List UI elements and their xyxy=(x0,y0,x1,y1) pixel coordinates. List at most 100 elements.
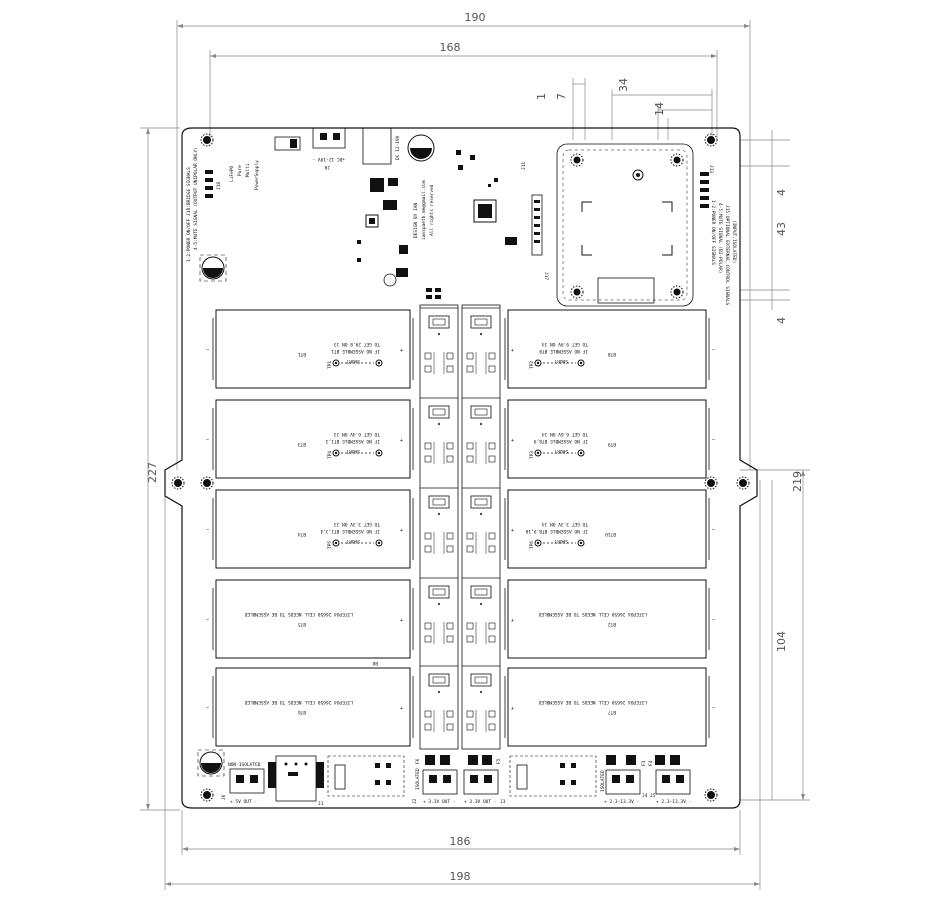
j18-label: J18 xyxy=(216,182,222,190)
bottom-strip: NON-ISOLATED + 5V OUT - J6 J1 ISOLATED F… xyxy=(197,749,691,807)
cell-note-line: IF NO ASSEMBLE BT8,9,10 xyxy=(525,528,588,534)
j2-label: J2 xyxy=(412,798,418,804)
dimension-arrows xyxy=(146,24,805,886)
smd-pad xyxy=(446,352,454,360)
dim-right-7: 7 xyxy=(555,93,568,100)
design-line-3: All rights reserved xyxy=(429,184,435,236)
j4-label: J4 xyxy=(642,793,648,799)
plus-mark: + xyxy=(400,348,403,354)
plus-mark: + xyxy=(400,438,403,444)
cell-id: BT2 xyxy=(608,621,616,627)
smd-pad xyxy=(488,622,496,630)
f5-label: F5 xyxy=(496,758,502,764)
dim-top-inner: 168 xyxy=(440,41,461,54)
cell-note: LIFEPO4 26650 CELL NEEDS TO BE ASSEMBLED xyxy=(538,699,647,705)
dc-label: DC 12-19V xyxy=(395,135,401,160)
smd-pad xyxy=(488,545,496,553)
isolated-label-b: ISOLATED xyxy=(600,770,606,792)
out-5v-label: + 5V OUT - xyxy=(230,799,257,805)
cell-note-line: TO GET 9.9V ON J4 xyxy=(542,341,588,347)
jumper-pad xyxy=(534,539,542,547)
j1-usb-label: J1 xyxy=(318,801,324,807)
cell-note: LIFEPO4 26650 CELL NEEDS TO BE ASSEMBLED xyxy=(244,611,353,617)
center-regulator-strip xyxy=(419,304,501,750)
cell-note-line: TO GET 6.4V ON J3 xyxy=(334,431,380,437)
smd-pad xyxy=(446,723,454,731)
dim-right-14: 14 xyxy=(653,102,666,116)
smd-pad xyxy=(488,442,496,450)
dim-bottom-inner: 186 xyxy=(450,835,471,848)
plus-mark: + xyxy=(400,528,403,534)
cap-electrolytic xyxy=(407,134,435,162)
regulator-ic xyxy=(428,405,450,419)
j17-label: J17 xyxy=(543,272,549,280)
smd-pad xyxy=(424,365,432,373)
dimension-lines xyxy=(140,20,810,890)
smd-pad xyxy=(488,455,496,463)
out-33-a-label: + 3.3V OUT - xyxy=(423,799,456,805)
smd-pad xyxy=(446,545,454,553)
smd-pad xyxy=(466,622,474,630)
cell-id: BT9 xyxy=(608,441,616,447)
plus-mark: + xyxy=(511,438,514,444)
j18-desc-1: 1-2:POWER ON/OFF J18:BRIDGE SIGNALS xyxy=(186,167,192,262)
regulator-ic xyxy=(470,673,492,687)
short-label: SHORT xyxy=(346,538,360,544)
design-line-1: DESIGN BY IAN xyxy=(413,202,419,238)
j15-desc-2: (INPUT,ISOLATED) xyxy=(731,220,737,263)
j8-desc: +DC 12-19V - xyxy=(312,156,345,162)
smd-pad xyxy=(424,532,432,540)
board-outline xyxy=(164,127,758,809)
smd-pad xyxy=(466,442,474,450)
dim-left-227: 227 xyxy=(146,462,159,483)
cell-note-line: IF NO ASSEMBLE BT8,9 xyxy=(534,438,588,444)
j13-desc-2: 4-5:MUTE SIGNAL (BI-POLAR) xyxy=(717,203,723,273)
short-label: SHORT xyxy=(554,358,568,364)
minus-mark: — xyxy=(206,347,210,353)
smd-pad xyxy=(424,723,432,731)
cell-id: BT7 xyxy=(608,709,616,715)
smd-pad xyxy=(424,545,432,553)
out-23-b-label: + 2.3-13.3V - xyxy=(656,799,691,805)
plus-mark: + xyxy=(511,618,514,624)
cell-id: BT10 xyxy=(605,531,616,537)
minus-mark: — xyxy=(206,617,210,623)
smd-pad xyxy=(488,635,496,643)
isolated-label-a: ISOLATED xyxy=(415,768,421,790)
minus-mark: — xyxy=(712,527,716,533)
jumper-pad xyxy=(534,359,542,367)
brand-line-4: PowerSupply xyxy=(254,160,260,190)
regulator-ic xyxy=(428,495,450,509)
minus-mark: — xyxy=(206,437,210,443)
cell-note-line: TO GET 3.3V ON J4 xyxy=(542,521,588,527)
smd-pad xyxy=(488,352,496,360)
minus-mark: — xyxy=(712,705,716,711)
cell-id: BT6 xyxy=(298,709,306,715)
short-label: SHORT xyxy=(554,448,568,454)
smd-pad xyxy=(446,365,454,373)
regulator-ic xyxy=(470,585,492,599)
smd-pad xyxy=(466,365,474,373)
dim-right-43: 43 xyxy=(775,222,788,236)
cell-note-line: TO GET 3.3V ON J3 xyxy=(334,521,380,527)
cell-id: BT8 xyxy=(608,351,616,357)
cell-note-line: IF NO ASSEMBLE BT1,3,4 xyxy=(320,528,380,534)
jumper-pad xyxy=(534,449,542,457)
smd-pad xyxy=(446,455,454,463)
smd-pad xyxy=(488,723,496,731)
smd-pad xyxy=(466,635,474,643)
jumper-pad xyxy=(332,539,340,547)
smd-pad xyxy=(466,710,474,718)
smd-pad xyxy=(466,723,474,731)
cell-note-line: TO GET 29.8 ON J3 xyxy=(334,341,380,347)
minus-mark: — xyxy=(712,347,716,353)
